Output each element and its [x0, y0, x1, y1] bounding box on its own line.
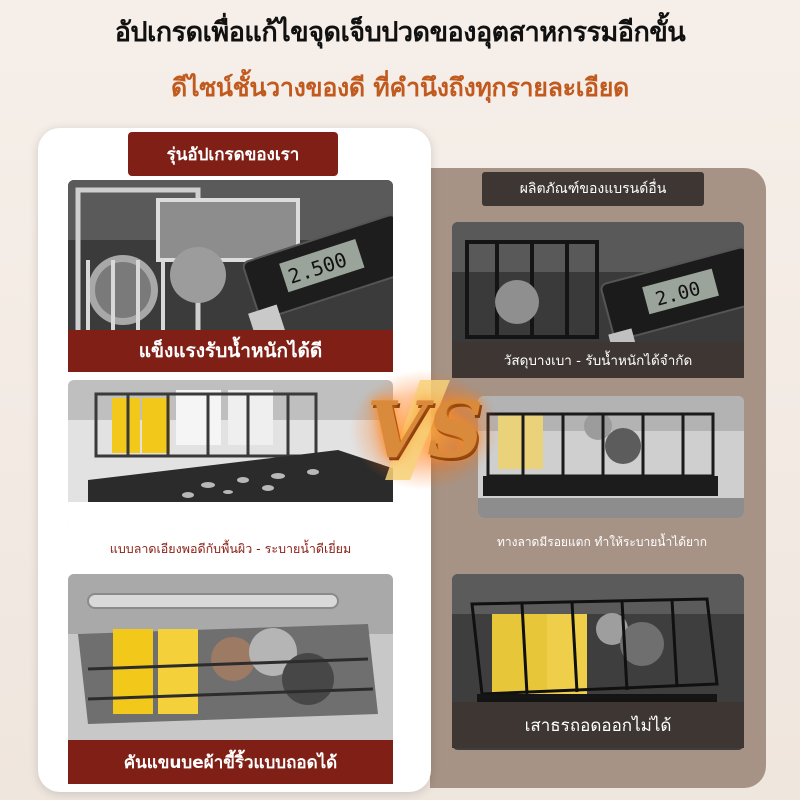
- competitor-tag: ผลิตภัณฑ์ของแบรนด์อื่น: [482, 172, 704, 206]
- vs-icon: VS: [350, 360, 500, 500]
- competitor-fixed-rack-caption: เสาธรถอดออกไม่ได้: [452, 702, 744, 748]
- vs-label: VS: [366, 384, 484, 476]
- competitor-drain-photo: [478, 396, 744, 518]
- our-strength-photo: 2.500: [68, 180, 393, 370]
- our-towel-bar-caption: คันแขuบeผ้าขี้ริ้วแบบถอดได้: [68, 740, 393, 784]
- our-drain-photo: [68, 380, 393, 530]
- competitor-drain-caption: ทางลาดมีรอยแตก ทำให้ระบายน้ำได้ยาก: [452, 528, 752, 556]
- competitor-strength-caption: วัสดุบางเบา - รับน้ำหนักได้จำกัด: [452, 342, 744, 378]
- our-strength-caption: แข็งแรงรับน้ำหนักได้ดี: [68, 330, 393, 372]
- our-product-tag: รุ่นอัปเกรดของเรา: [128, 132, 338, 176]
- our-drain-caption: แบบลาดเอียงพอดีกับพื้นผิว - ระบายน้ำดีเย…: [68, 534, 393, 564]
- page-subtitle: ดีไซน์ชั้นวางของดี ที่คำนึงถึงทุกรายละเอ…: [171, 73, 629, 102]
- page-title: อัปเกรดเพื่อแก้ไขจุดเจ็บปวดของอุตสาหกรรม…: [114, 17, 686, 48]
